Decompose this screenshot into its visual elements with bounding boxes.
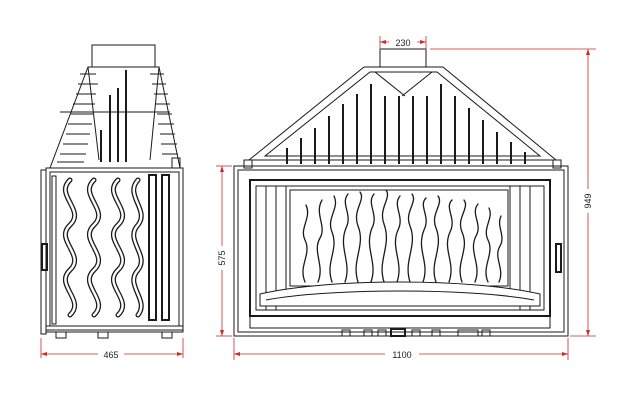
dim-side-depth-label: 465	[103, 350, 118, 360]
front-air-controls	[341, 328, 491, 337]
front-hood	[247, 66, 558, 161]
side-door-handle	[41, 243, 48, 271]
dim-flue-width-label: 230	[395, 38, 410, 48]
dim-front-height-label: 575	[217, 250, 227, 265]
front-hood-ribs	[243, 71, 562, 169]
dim-total-height: 949	[430, 48, 596, 337]
side-flue-collar	[91, 44, 156, 68]
front-grate	[259, 281, 541, 307]
dim-flue-width: 230	[379, 36, 427, 50]
front-view	[233, 48, 569, 337]
dim-front-height: 575	[216, 165, 232, 337]
side-hood	[49, 66, 181, 169]
side-hood-hatching	[57, 66, 181, 169]
front-flames	[302, 189, 503, 283]
dim-side-depth: 465	[40, 338, 184, 360]
dim-total-height-label: 949	[583, 193, 593, 208]
dim-front-width: 1100	[233, 338, 569, 360]
front-flue-collar	[379, 48, 427, 68]
front-door-handle	[555, 243, 562, 273]
side-wave-tubes	[62, 177, 144, 318]
dim-front-width-label: 1100	[392, 350, 411, 360]
side-view	[40, 44, 184, 339]
